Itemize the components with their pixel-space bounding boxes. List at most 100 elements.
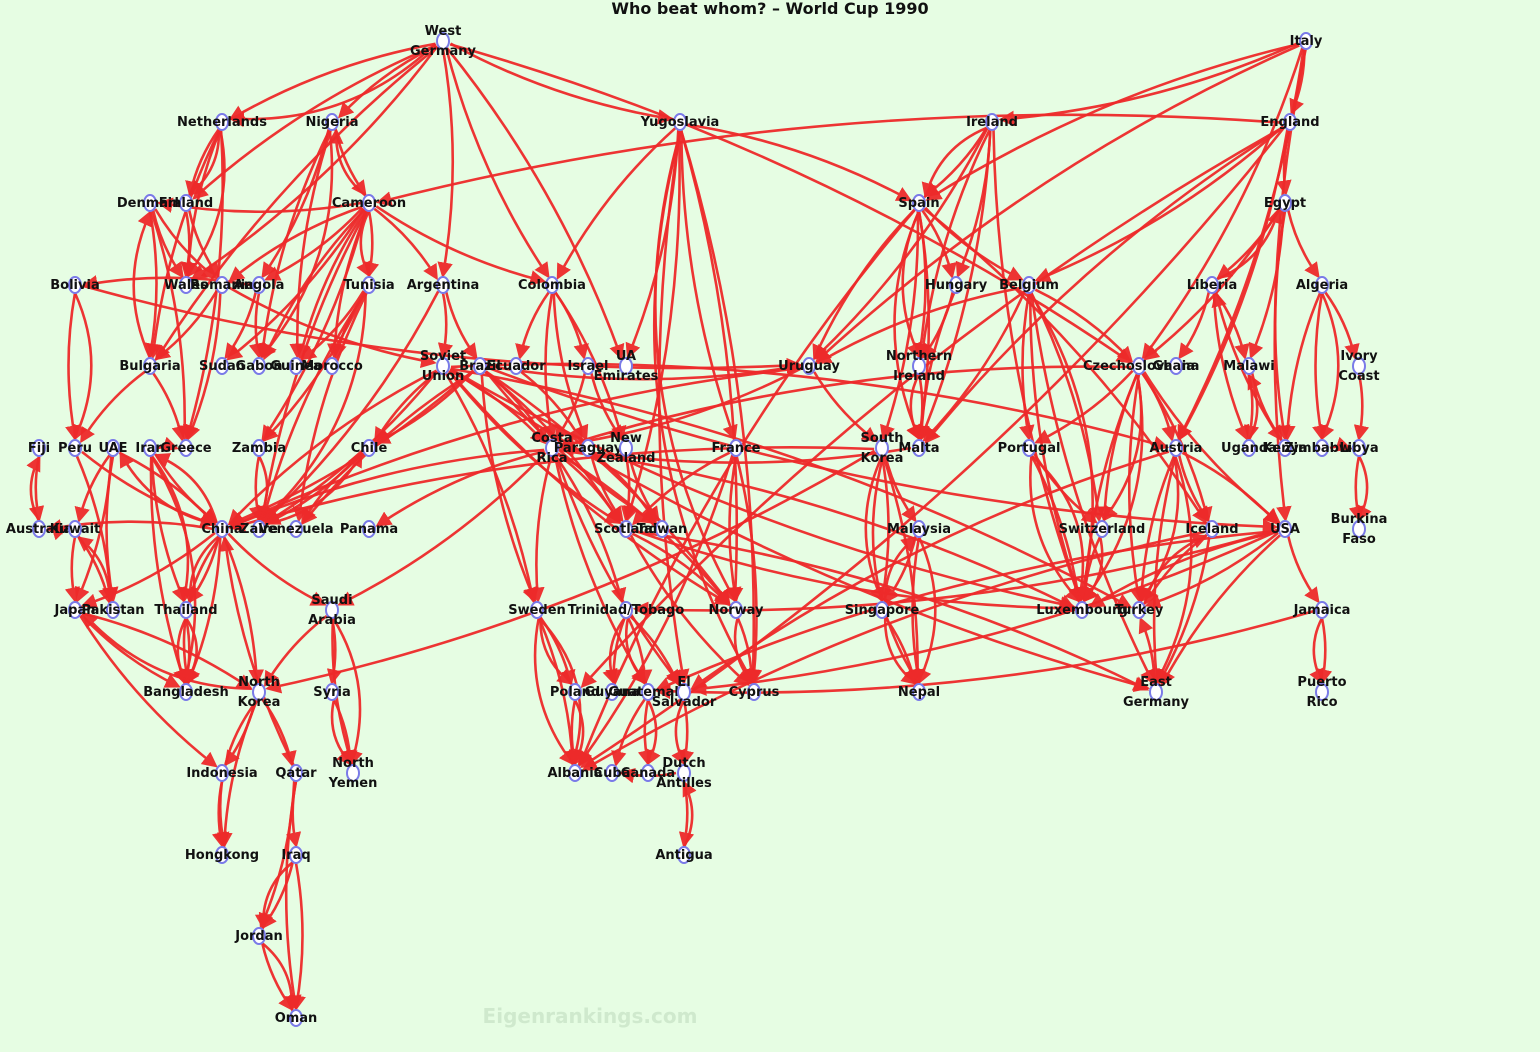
node-circle[interactable] — [215, 520, 229, 538]
node-colombia[interactable]: Colombia — [518, 276, 586, 294]
node-circle[interactable] — [362, 276, 376, 294]
node-circle[interactable] — [68, 439, 82, 457]
node-circle[interactable] — [605, 683, 619, 701]
node-circle[interactable] — [581, 439, 595, 457]
node-circle[interactable] — [325, 113, 339, 131]
node-canada[interactable]: Canada — [621, 764, 675, 782]
node-circle[interactable] — [1315, 683, 1329, 701]
node-circle[interactable] — [289, 764, 303, 782]
node-hungary[interactable]: Hungary — [925, 276, 988, 294]
node-chile[interactable]: Chile — [351, 439, 388, 457]
node-circle[interactable] — [143, 439, 157, 457]
node-hongkong[interactable]: Hongkong — [185, 846, 259, 864]
node-circle[interactable] — [568, 683, 582, 701]
node-circle[interactable] — [641, 764, 655, 782]
node-circle[interactable] — [1278, 520, 1292, 538]
node-circle[interactable] — [1075, 601, 1089, 619]
node-circle[interactable] — [252, 276, 266, 294]
node-circle[interactable] — [605, 764, 619, 782]
node-circle[interactable] — [729, 439, 743, 457]
node-circle[interactable] — [673, 113, 687, 131]
node-uruguay[interactable]: Uruguay — [778, 357, 840, 375]
node-circle[interactable] — [179, 601, 193, 619]
node-wales[interactable]: Wales — [164, 276, 208, 294]
node-uganda[interactable]: Uganda — [1221, 439, 1277, 457]
node-nigeria[interactable]: Nigeria — [305, 113, 359, 131]
node-circle[interactable] — [581, 357, 595, 375]
node-circle[interactable] — [641, 683, 655, 701]
node-scotland[interactable]: Scotland — [594, 520, 658, 538]
node-circle[interactable] — [252, 439, 266, 457]
node-malawi[interactable]: Malawi — [1223, 357, 1275, 375]
node-circle[interactable] — [912, 683, 926, 701]
node-circle[interactable] — [289, 357, 303, 375]
node-greece[interactable]: Greece — [160, 439, 212, 457]
node-poland[interactable]: Poland — [550, 683, 600, 701]
node-circle[interactable] — [1278, 194, 1292, 212]
node-pakistan[interactable]: Pakistan — [81, 601, 145, 619]
node-circle[interactable] — [1022, 439, 1036, 457]
node-qatar[interactable]: Qatar — [275, 764, 317, 782]
node-circle[interactable] — [1352, 439, 1366, 457]
node-circle[interactable] — [215, 113, 229, 131]
node-antigua[interactable]: Antigua — [655, 846, 713, 864]
node-liberia[interactable]: Liberia — [1187, 276, 1238, 294]
node-circle[interactable] — [252, 520, 266, 538]
node-circle[interactable] — [215, 764, 229, 782]
node-circle[interactable] — [215, 846, 229, 864]
node-singapore[interactable]: Singapore — [845, 601, 920, 619]
node-circle[interactable] — [325, 601, 339, 619]
node-algeria[interactable]: Algeria — [1296, 276, 1348, 294]
node-circle[interactable] — [252, 927, 266, 945]
node-circle[interactable] — [1205, 276, 1219, 294]
node-circle[interactable] — [179, 439, 193, 457]
node-circle[interactable] — [106, 601, 120, 619]
node-morocco[interactable]: Morocco — [301, 357, 363, 375]
node-panama[interactable]: Panama — [340, 520, 398, 538]
node-usa[interactable]: USA — [1270, 520, 1300, 538]
node-circle[interactable] — [1352, 520, 1366, 538]
node-spain[interactable]: Spain — [898, 194, 940, 212]
node-circle[interactable] — [1352, 357, 1366, 375]
node-china[interactable]: China — [201, 520, 243, 538]
node-circle[interactable] — [619, 357, 633, 375]
node-cyprus[interactable]: Cyprus — [729, 683, 780, 701]
node-circle[interactable] — [619, 601, 633, 619]
node-argentina[interactable]: Argentina — [407, 276, 480, 294]
node-circle[interactable] — [1169, 357, 1183, 375]
node-france[interactable]: France — [711, 439, 761, 457]
node-circle[interactable] — [1205, 520, 1219, 538]
node-circle[interactable] — [949, 276, 963, 294]
node-zaire[interactable]: Zaire — [240, 520, 278, 538]
node-circle[interactable] — [912, 357, 926, 375]
node-circle[interactable] — [545, 439, 559, 457]
node-circle[interactable] — [362, 194, 376, 212]
node-ecuador[interactable]: Ecuador — [486, 357, 546, 375]
node-guinea[interactable]: Guinea — [270, 357, 322, 375]
node-malaysia[interactable]: Malaysia — [887, 520, 951, 538]
node-malta[interactable]: Malta — [898, 439, 940, 457]
node-circle[interactable] — [179, 276, 193, 294]
node-circle[interactable] — [143, 194, 157, 212]
node-cuba[interactable]: Cuba — [594, 764, 631, 782]
node-finland[interactable]: Finland — [159, 194, 213, 212]
node-circle[interactable] — [215, 276, 229, 294]
node-romania[interactable]: Romania — [190, 276, 254, 294]
node-circle[interactable] — [436, 276, 450, 294]
node-ireland[interactable]: Ireland — [966, 113, 1018, 131]
node-england[interactable]: England — [1260, 113, 1320, 131]
node-circle[interactable] — [252, 683, 266, 701]
node-norway[interactable]: Norway — [708, 601, 764, 619]
node-circle[interactable] — [289, 1009, 303, 1027]
